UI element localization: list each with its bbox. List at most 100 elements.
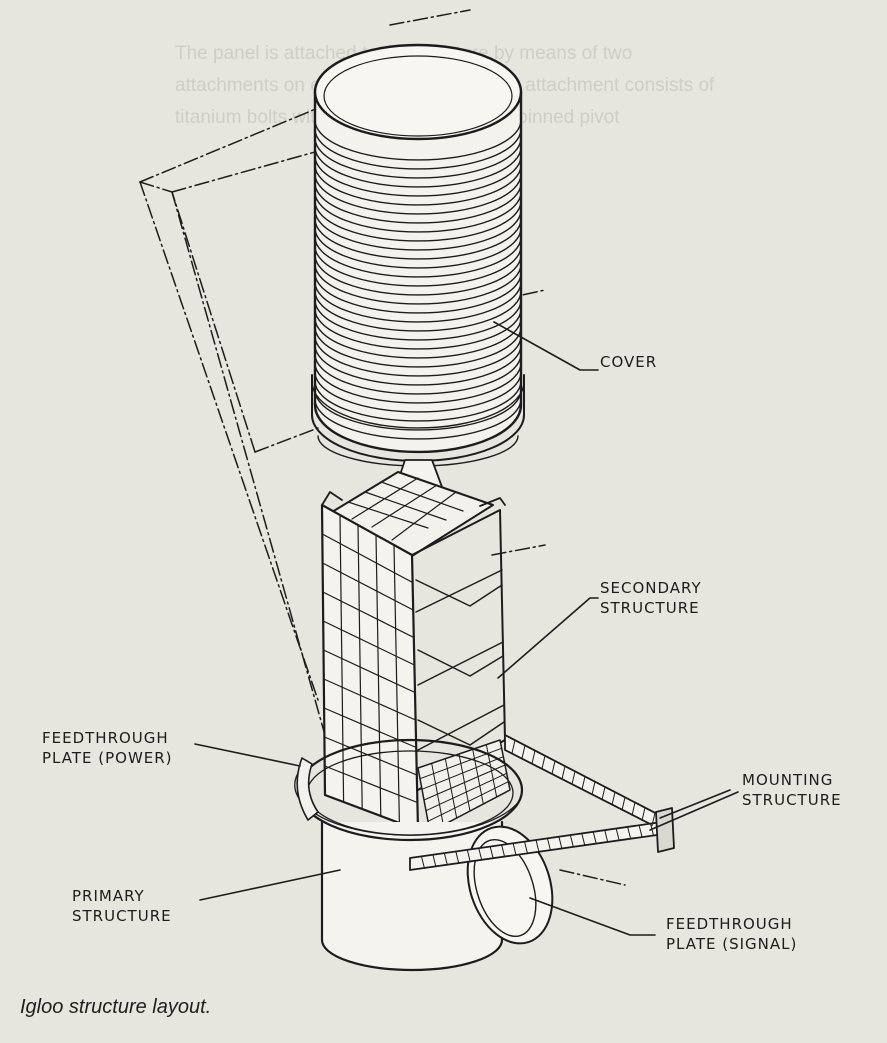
label-line: FEEDTHROUGH <box>42 729 169 747</box>
panel-grid-line <box>323 678 417 721</box>
arm-truss-tick <box>611 791 616 806</box>
label-line: PLATE (SIGNAL) <box>666 935 798 953</box>
cover-rings <box>314 119 522 440</box>
arm-truss-tick <box>546 837 551 851</box>
cover-part <box>311 43 525 467</box>
arm-truss-tick <box>569 834 574 848</box>
cover-ring <box>314 182 522 224</box>
label-cover-text: COVER <box>600 353 658 371</box>
cover-ring <box>314 173 522 215</box>
cover-ring <box>314 200 522 242</box>
cover-ring <box>314 398 522 440</box>
arm-truss-tick <box>541 755 546 770</box>
arm-truss-tick <box>591 781 596 796</box>
cover-ring <box>314 227 522 269</box>
arm-truss-tick <box>531 750 536 765</box>
arm-truss-tick <box>581 776 586 790</box>
secondary-structure-part <box>320 471 511 833</box>
arm-truss-tick <box>512 842 517 856</box>
label-cover: COVER <box>600 352 657 372</box>
cover-ring <box>314 317 522 359</box>
panel-grid-line <box>322 620 415 666</box>
exploded-view-guides <box>139 9 626 886</box>
cover-ring <box>314 236 522 278</box>
arm-truss-tick <box>581 832 586 846</box>
arm-truss-tick <box>535 839 540 853</box>
arm-truss-tick <box>627 826 632 840</box>
label-feedthrough-signal: FEEDTHROUGH PLATE (SIGNAL) <box>666 914 797 954</box>
label-line: SECONDARY <box>600 579 702 597</box>
cover-ring <box>314 155 522 197</box>
arm-truss-tick <box>551 760 556 775</box>
cover-ring <box>314 263 522 305</box>
panel-grid-line <box>322 649 416 694</box>
panel-grid-line <box>321 533 414 584</box>
cover-ring <box>314 353 522 395</box>
panel-grid-line <box>322 562 414 611</box>
arm-truss-tick <box>521 744 526 759</box>
label-line: PRIMARY <box>72 887 145 905</box>
label-line: PLATE (POWER) <box>42 749 173 767</box>
arm-truss-tick <box>466 849 471 863</box>
arm-truss-tick <box>511 739 516 754</box>
label-line: MOUNTING <box>742 771 834 789</box>
arm-truss-tick <box>604 829 609 843</box>
cover-ring <box>314 281 522 323</box>
cover-ring <box>314 119 522 161</box>
arm-truss-tick <box>621 796 626 811</box>
cover-ring <box>314 137 522 179</box>
figure-caption: Igloo structure layout. <box>20 996 212 1018</box>
floor-grid-line <box>427 781 509 822</box>
arm-truss-tick <box>641 807 646 822</box>
arm-truss-tick <box>420 855 425 869</box>
cover-ring <box>314 380 522 422</box>
panel-grid-line <box>323 736 418 776</box>
arm-truss-tick <box>501 844 506 858</box>
label-mounting-structure: MOUNTING STRUCTURE <box>742 770 842 810</box>
cover-ring <box>314 245 522 287</box>
arm-truss-tick <box>478 847 483 861</box>
arm-truss-tick <box>601 786 606 801</box>
mounting-structure-part <box>409 734 675 871</box>
cover-ring <box>314 362 522 404</box>
cover-ring <box>314 290 522 332</box>
label-line: STRUCTURE <box>72 907 172 925</box>
arm-truss-tick <box>489 846 494 860</box>
label-line: FEEDTHROUGH <box>666 915 793 933</box>
panel-grid-line <box>324 765 418 804</box>
arm-truss-tick <box>443 852 448 866</box>
cover-ring <box>314 272 522 314</box>
cover-ring <box>314 335 522 377</box>
label-line: STRUCTURE <box>600 599 700 617</box>
arm-truss-tick <box>631 801 636 816</box>
arm-truss-tick <box>592 831 597 845</box>
cover-ring <box>314 209 522 251</box>
cover-ring <box>314 254 522 296</box>
arm-truss-tick <box>524 841 529 855</box>
cover-ring <box>314 146 522 188</box>
cover-ring <box>314 389 522 431</box>
arm-truss-tick <box>638 824 643 838</box>
label-line: STRUCTURE <box>742 791 842 809</box>
cover-ring <box>314 371 522 413</box>
panel-grid-line <box>322 591 415 639</box>
arm-truss-tick <box>558 836 563 850</box>
arm-truss-tick <box>651 812 656 827</box>
arm-truss-tick <box>432 854 437 868</box>
arm-truss-tick <box>455 850 460 864</box>
cover-ring <box>314 299 522 341</box>
cover-ring <box>314 344 522 386</box>
cover-ring <box>314 128 522 170</box>
cover-ring <box>314 191 522 233</box>
cover-ring <box>314 326 522 368</box>
label-secondary-structure: SECONDARY STRUCTURE <box>600 578 702 618</box>
cover-ring <box>314 218 522 260</box>
leader-lines <box>194 321 739 936</box>
cover-ring <box>314 164 522 206</box>
arm-truss-tick <box>561 765 566 780</box>
cover-ring <box>314 308 522 350</box>
label-feedthrough-power: FEEDTHROUGH PLATE (POWER) <box>42 728 173 768</box>
arm-truss-tick <box>615 828 620 842</box>
arm-truss-tick <box>571 770 576 785</box>
